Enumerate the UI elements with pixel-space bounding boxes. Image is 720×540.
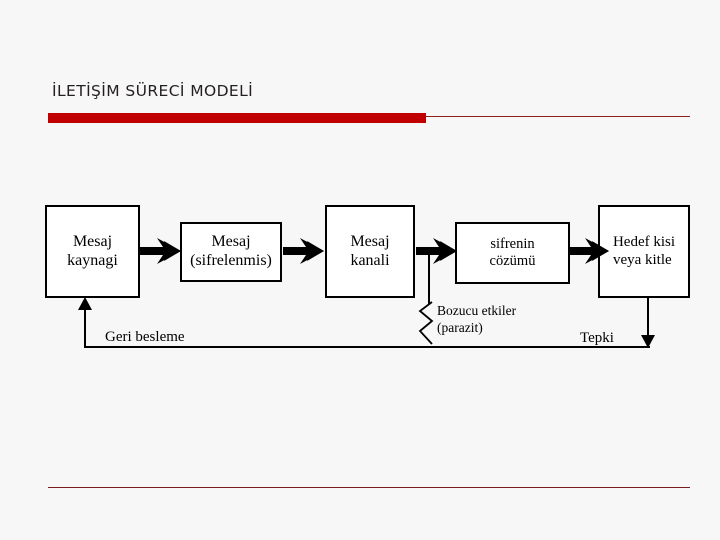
flow-arrow-right-icon [283, 238, 324, 264]
flow-arrow-right-icon [416, 238, 457, 264]
feedback-line-vertical [84, 308, 86, 348]
node-message-line1: Mesaj [211, 233, 251, 251]
noise-label: Bozucu etkiler (parazit) [437, 303, 516, 337]
flow-arrow-right-icon [140, 238, 181, 264]
response-arrowhead-down-icon [641, 335, 655, 348]
diagram-node-message: Mesaj (sifrelenmis) [180, 222, 282, 282]
node-decode-line2: cözümü [489, 253, 536, 269]
noise-label-line1: Bozucu etkiler [437, 303, 517, 318]
feedback-arrowhead-up-icon [78, 297, 92, 310]
node-target-line2: veya kitle [612, 251, 672, 268]
noise-connector-line [428, 252, 430, 304]
response-label: Tepki [580, 330, 614, 346]
diagram-node-decode: sifrenin cözümü [455, 222, 570, 284]
noise-label-line2: (parazit) [437, 319, 483, 335]
footer-rule [48, 487, 690, 488]
feedback-label: Geri besleme [105, 329, 185, 345]
node-decode-line1: sifrenin [490, 235, 535, 252]
diagram-node-channel: Mesaj kanali [325, 205, 415, 298]
title-rule-extension [426, 116, 690, 117]
diagram-node-target: Hedef kisi veya kitle [598, 205, 690, 298]
node-message-line2: (sifrelenmis) [190, 252, 272, 269]
flow-arrow-right-icon [568, 238, 609, 264]
response-line-vertical [647, 298, 649, 338]
node-channel-line1: Mesaj [350, 232, 390, 250]
node-target-line1: Hedef kisi [612, 233, 676, 250]
node-source-line2: kaynagi [67, 251, 118, 269]
node-channel-line2: kanali [350, 251, 390, 269]
node-source-line1: Mesaj [72, 232, 113, 250]
title-accent-bar [48, 113, 426, 123]
page-title: İLETİŞİM SÜRECİ MODELİ [52, 82, 254, 100]
diagram-node-source: Mesaj kaynagi [45, 205, 140, 298]
noise-zigzag-icon [418, 301, 434, 345]
feedback-line-horizontal [85, 346, 650, 348]
